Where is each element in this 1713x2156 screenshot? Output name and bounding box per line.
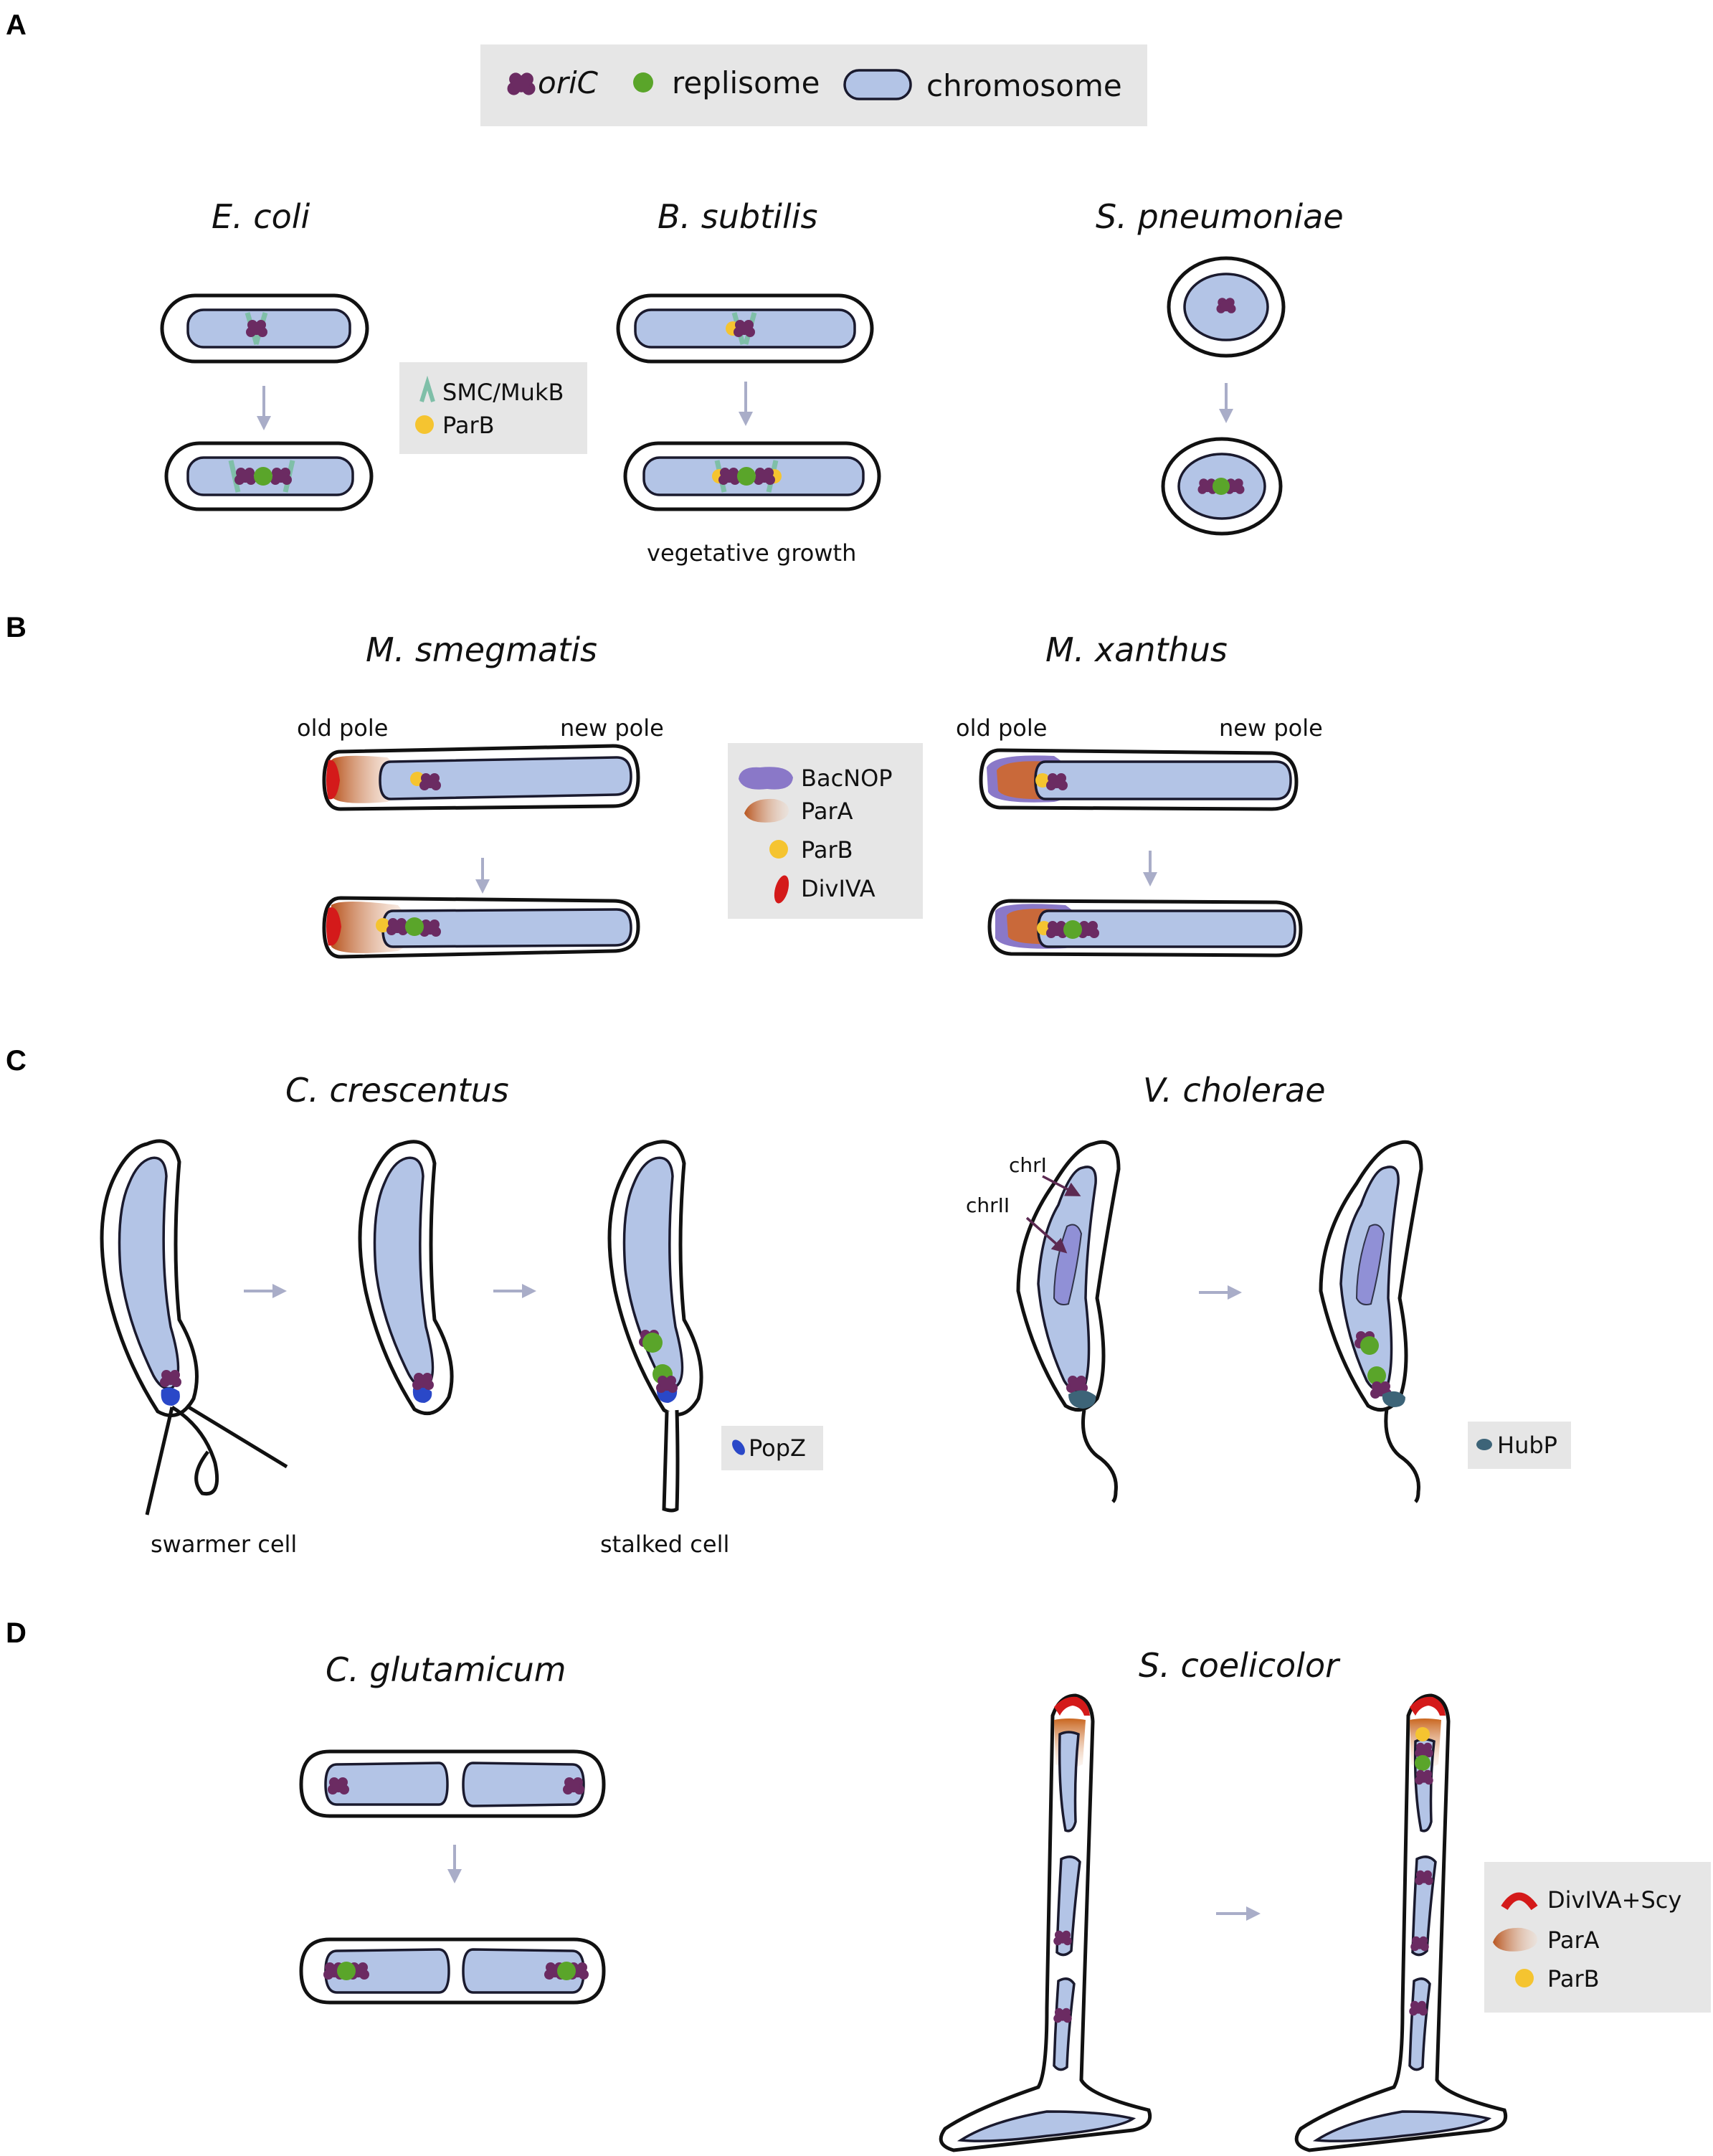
species-msmegmatis: M. smegmatis xyxy=(366,630,597,669)
species-cglutamicum: C. glutamicum xyxy=(326,1650,566,1689)
mxanthus-cell-after xyxy=(987,899,1303,958)
scoelicolor-hypha-before xyxy=(939,1693,1152,2152)
legend-panel-b: BacNOP ParA ParB DivIVA xyxy=(728,743,923,919)
legend-hubp: HubP xyxy=(1468,1422,1571,1469)
para-icon xyxy=(1493,1927,1537,1952)
legend-diviva-label: DivIVA xyxy=(801,875,876,902)
legend-bacnop-label: BacNOP xyxy=(801,765,893,792)
parb-icon xyxy=(1515,1969,1534,1987)
diviva-scy-icon xyxy=(1501,1892,1538,1911)
mxanthus-cell-before xyxy=(979,748,1299,811)
mxanthus-new-pole: new pole xyxy=(1219,714,1323,742)
para-icon xyxy=(744,798,789,823)
chromosome-icon xyxy=(843,69,912,100)
legend-para-label: ParA xyxy=(1547,1926,1600,1954)
msmeg-cell-before xyxy=(322,744,640,811)
mxanthus-old-pole: old pole xyxy=(956,714,1047,742)
smc-icon xyxy=(419,375,435,402)
legend-parb-label: ParB xyxy=(801,836,853,864)
panel-label-d: D xyxy=(6,1617,27,1649)
diviva-icon xyxy=(774,875,789,904)
legend-smc-label: SMC/MukB xyxy=(442,379,564,406)
species-bsubtilis: B. subtilis xyxy=(658,197,817,236)
species-mxanthus: M. xanthus xyxy=(1045,630,1228,669)
legend-replisome-label: replisome xyxy=(672,65,820,100)
stalked-cell-label: stalked cell xyxy=(600,1531,729,1558)
oric-icon xyxy=(507,72,536,95)
species-vcholerae: V. cholerae xyxy=(1143,1071,1326,1110)
vcholerae-cell-after xyxy=(1319,1140,1423,1503)
parb-icon xyxy=(769,840,788,859)
legend-popz-label: PopZ xyxy=(749,1434,806,1462)
panel-label-c: C xyxy=(6,1045,27,1077)
cglutamicum-cell-after xyxy=(299,1937,606,2005)
ecoli-cell-before xyxy=(160,293,369,364)
replisome-icon xyxy=(633,72,653,93)
chr1-label: chrI xyxy=(1009,1153,1047,1177)
caption-vegetative-growth: vegetative growth xyxy=(647,539,856,567)
legend-panel-d: DivIVA+Scy ParA ParB xyxy=(1484,1862,1711,2013)
spneumoniae-cell-before xyxy=(1167,256,1286,358)
bacnop-icon xyxy=(739,767,793,790)
legend-chromosome-label: chromosome xyxy=(926,68,1122,103)
msmeg-cell-after xyxy=(322,896,640,959)
chr2-label: chrII xyxy=(966,1193,1010,1217)
legend-parb-label: ParB xyxy=(442,412,495,439)
parb-icon xyxy=(415,415,434,434)
legend-diviva-scy-label: DivIVA+Scy xyxy=(1547,1886,1681,1914)
ccrescentus-swarmer-cell xyxy=(100,1139,288,1516)
species-spneumoniae: S. pneumoniae xyxy=(1096,197,1344,236)
legend-smc-parb: SMC/MukB ParB xyxy=(399,362,587,454)
ccrescentus-cell-mid xyxy=(358,1140,454,1416)
swarmer-cell-label: swarmer cell xyxy=(151,1531,297,1558)
species-ecoli: E. coli xyxy=(212,197,310,236)
spneumoniae-cell-after xyxy=(1161,437,1283,536)
msmeg-new-pole: new pole xyxy=(560,714,664,742)
legend-parb-label: ParB xyxy=(1547,1965,1600,1992)
cglutamicum-cell-before xyxy=(299,1749,606,1818)
panel-label-a: A xyxy=(6,9,27,41)
msmeg-old-pole: old pole xyxy=(297,714,388,742)
legend-para-label: ParA xyxy=(801,798,853,825)
species-ccrescentus: C. crescentus xyxy=(285,1071,509,1110)
species-scoelicolor: S. coelicolor xyxy=(1139,1646,1341,1685)
panel-label-b: B xyxy=(6,612,27,643)
oric-marker xyxy=(246,320,267,337)
scoelicolor-hypha-after xyxy=(1294,1693,1508,2152)
bsubtilis-cell-after xyxy=(623,441,881,511)
top-legend: oriC replisome chromosome xyxy=(480,44,1147,126)
legend-oric-label: oriC xyxy=(538,65,599,100)
legend-popz: PopZ xyxy=(721,1426,823,1470)
legend-hubp-label: HubP xyxy=(1497,1432,1557,1459)
ccrescentus-stalked-cell xyxy=(607,1140,703,1513)
vcholerae-cell-before xyxy=(1016,1140,1121,1503)
bsubtilis-cell-before xyxy=(616,293,874,364)
popz-icon xyxy=(732,1439,745,1455)
ecoli-cell-after xyxy=(164,441,374,511)
hubp-icon xyxy=(1476,1439,1492,1450)
